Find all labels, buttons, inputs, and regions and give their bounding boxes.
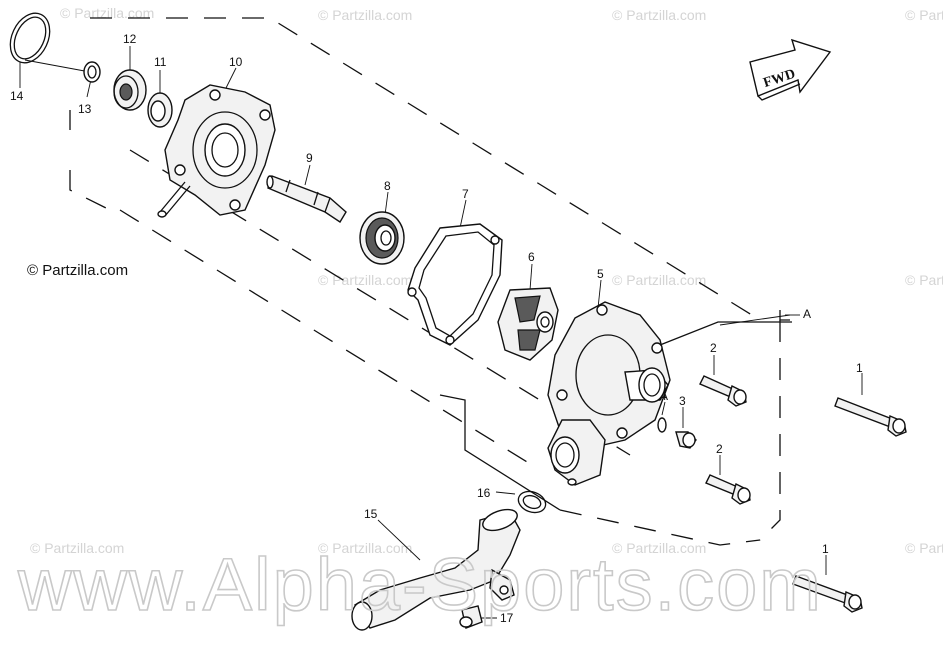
part-15-water-pipe bbox=[351, 508, 521, 631]
watermark: © Partzilla.com bbox=[318, 272, 412, 288]
watermark: © Partzilla.com bbox=[60, 5, 154, 21]
part-13-circlip bbox=[83, 61, 101, 83]
callout-1: 1 bbox=[856, 361, 863, 375]
watermark: © Partzilla.com bbox=[612, 540, 706, 556]
part-12-bearing bbox=[113, 69, 147, 111]
site-watermark: www.Alpha-Sports.com bbox=[17, 543, 823, 626]
callout-numbers: 1 1 2 2 3 4 5 6 7 8 9 10 11 12 13 14 15 … bbox=[10, 32, 863, 625]
forward-direction-arrow: FWD bbox=[749, 38, 832, 101]
callout-8: 8 bbox=[384, 179, 391, 193]
part-4-dowel-pin bbox=[657, 417, 667, 433]
part-17-bolt bbox=[459, 605, 483, 629]
watermark: © Partzilla.com bbox=[905, 272, 943, 288]
watermark: © Partzilla.com bbox=[318, 540, 412, 556]
part-11-seal bbox=[147, 92, 173, 128]
watermark: © Partzilla.com bbox=[905, 540, 943, 556]
reference-label: A bbox=[803, 307, 811, 321]
part-1-bolt-upper bbox=[834, 397, 907, 437]
callout-10: 10 bbox=[229, 55, 243, 69]
watermark: © Partzilla.com bbox=[905, 7, 943, 23]
reference-label: A bbox=[660, 389, 668, 403]
part-8-mechanical-seal bbox=[359, 211, 405, 265]
part-2-bolt-upper bbox=[699, 375, 747, 407]
callout-17: 17 bbox=[500, 611, 514, 625]
part-6-impeller bbox=[497, 287, 559, 361]
callout-13: 13 bbox=[78, 102, 92, 116]
reference-a-bracket: A A bbox=[659, 307, 811, 403]
part-3-drain-bolt bbox=[675, 431, 697, 449]
callout-7: 7 bbox=[462, 187, 469, 201]
part-5-pump-housing bbox=[547, 301, 671, 486]
callout-3: 3 bbox=[679, 394, 686, 408]
watermark-layer: © Partzilla.com © Partzilla.com © Partzi… bbox=[30, 5, 943, 556]
callout-16: 16 bbox=[477, 486, 491, 500]
callout-5: 5 bbox=[597, 267, 604, 281]
callout-14: 14 bbox=[10, 89, 24, 103]
part-7-gasket bbox=[407, 223, 503, 346]
part-9-shaft bbox=[266, 175, 347, 223]
callout-4: 4 bbox=[660, 389, 667, 403]
watermark: © Partzilla.com bbox=[612, 7, 706, 23]
callout-15: 15 bbox=[364, 507, 378, 521]
copyright-notice: © Partzilla.com bbox=[27, 262, 129, 279]
watermark: © Partzilla.com bbox=[30, 540, 124, 556]
watermark: © Partzilla.com bbox=[612, 272, 706, 288]
callout-11: 11 bbox=[154, 55, 167, 69]
callout-6: 6 bbox=[528, 250, 535, 264]
callout-9: 9 bbox=[306, 151, 313, 165]
part-1-bolt-lower bbox=[792, 575, 863, 613]
callout-12: 12 bbox=[123, 32, 137, 46]
watermark: © Partzilla.com bbox=[318, 7, 412, 23]
callout-2: 2 bbox=[710, 341, 717, 355]
callout-2: 2 bbox=[716, 442, 723, 456]
part-16-o-ring bbox=[517, 490, 547, 514]
part-14-o-ring bbox=[9, 12, 51, 64]
callout-1: 1 bbox=[822, 542, 829, 556]
part-10-pump-cover bbox=[157, 84, 276, 218]
part-2-bolt-lower bbox=[705, 474, 751, 505]
leader-lines bbox=[19, 46, 863, 619]
